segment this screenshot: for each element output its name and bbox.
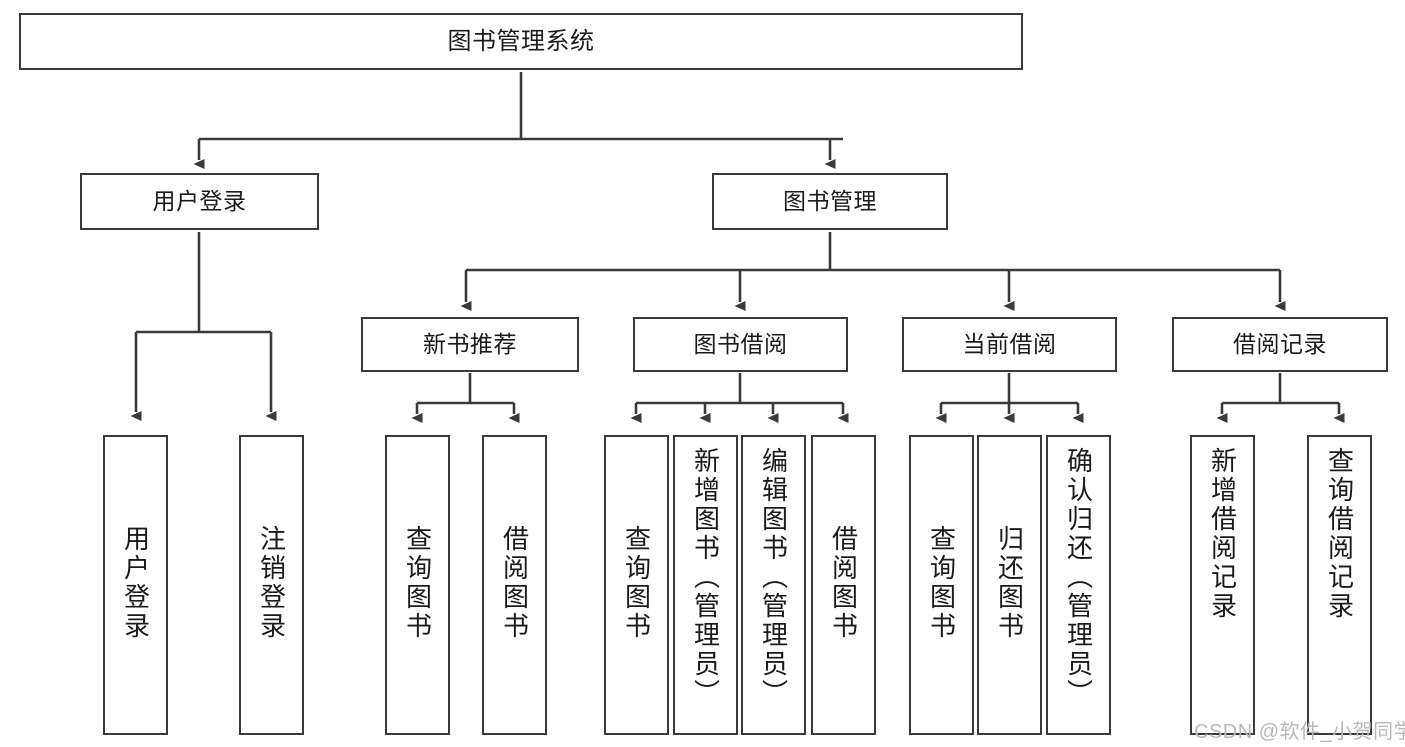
node-book-borrowing[interactable]: 图书借阅 (633, 317, 848, 372)
node-borrow-records[interactable]: 借阅记录 (1172, 317, 1388, 372)
leaf-query-book-borrowing[interactable]: 查询图书 (604, 435, 669, 735)
node-label: 注销登录 (256, 525, 287, 641)
node-label: 新书推荐 (423, 331, 517, 358)
node-label: 编辑图书（管理员） (758, 447, 789, 708)
node-label: 图书借阅 (693, 331, 788, 358)
node-label: 图书管理 (783, 188, 877, 215)
leaf-return-book[interactable]: 归还图书 (977, 435, 1042, 735)
leaf-borrow-book-borrowing[interactable]: 借阅图书 (811, 435, 876, 735)
node-label: 查询图书 (402, 525, 433, 641)
node-root-book-management-system[interactable]: 图书管理系统 (19, 13, 1023, 70)
node-label: 借阅图书 (499, 525, 530, 641)
node-new-book-recommendation[interactable]: 新书推荐 (361, 317, 579, 372)
leaf-user-login[interactable]: 用户登录 (103, 435, 168, 735)
watermark-text: CSDN @软件_小贺同学 (1194, 721, 1405, 743)
node-label: 归还图书 (994, 525, 1025, 641)
leaf-query-borrow-record[interactable]: 查询借阅记录 (1307, 435, 1372, 735)
node-label: 查询借阅记录 (1324, 447, 1355, 621)
leaf-borrow-book-new-recommendation[interactable]: 借阅图书 (482, 435, 547, 735)
node-label: 借阅图书 (828, 525, 859, 641)
node-label: 当前借阅 (962, 331, 1057, 358)
node-label: 借阅记录 (1233, 331, 1327, 358)
node-label: 用户登录 (120, 525, 151, 641)
node-label: 确认归还（管理员） (1063, 447, 1094, 708)
node-label: 新增借阅记录 (1207, 447, 1238, 621)
leaf-edit-book-admin[interactable]: 编辑图书（管理员） (741, 435, 806, 735)
node-label: 查询图书 (621, 525, 652, 641)
node-label: 查询图书 (926, 525, 957, 641)
leaf-logout[interactable]: 注销登录 (239, 435, 304, 735)
node-label: 用户登录 (152, 188, 247, 215)
node-current-borrowing[interactable]: 当前借阅 (902, 317, 1117, 372)
leaf-confirm-return-admin[interactable]: 确认归还（管理员） (1046, 435, 1111, 735)
node-label: 新增图书（管理员） (690, 447, 721, 708)
leaf-query-book-new-recommendation[interactable]: 查询图书 (385, 435, 450, 735)
leaf-add-borrow-record[interactable]: 新增借阅记录 (1190, 435, 1255, 735)
leaf-add-book-admin[interactable]: 新增图书（管理员） (673, 435, 738, 735)
leaf-query-book-current[interactable]: 查询图书 (909, 435, 974, 735)
node-book-management[interactable]: 图书管理 (712, 173, 948, 230)
node-user-login[interactable]: 用户登录 (80, 173, 319, 230)
node-label: 图书管理系统 (447, 27, 595, 55)
